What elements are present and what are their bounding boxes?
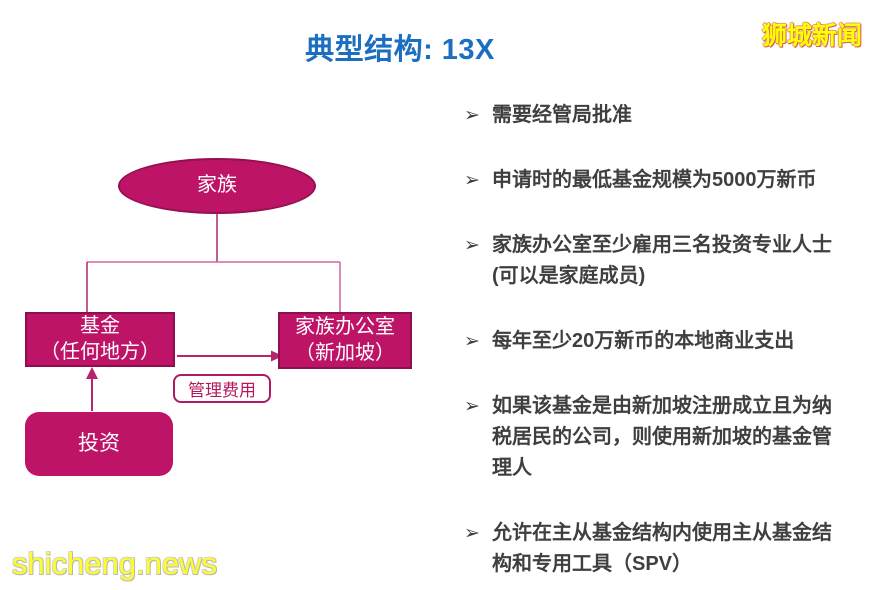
page-title: 典型结构: 13X	[305, 34, 495, 66]
requirement-text: 家族办公室至少雇用三名投资专业人士 (可以是家庭成员)	[492, 234, 832, 287]
arrow-bullet-icon: ➢	[464, 331, 480, 352]
requirement-text: 申请时的最低基金规模为5000万新币	[492, 169, 817, 191]
requirement-text: 如果该基金是由新加坡注册成立且为纳税居民的公司，则使用新加坡的基金管理人	[492, 395, 832, 479]
list-item: ➢ 每年至少20万新币的本地商业支出	[464, 326, 848, 357]
list-item: ➢ 允许在主从基金结构内使用主从基金结构和专用工具（SPV）	[464, 518, 848, 580]
requirement-text: 每年至少20万新币的本地商业支出	[492, 330, 795, 352]
brand-logo: 狮城新闻	[761, 22, 862, 50]
management-fee-text: 管理费用	[188, 381, 256, 400]
fund-node-line2: （任何地方）	[40, 340, 160, 363]
arrow-bullet-icon: ➢	[464, 170, 480, 191]
requirement-text: 允许在主从基金结构内使用主从基金结构和专用工具（SPV）	[492, 522, 832, 575]
arrow-bullet-icon: ➢	[464, 396, 480, 417]
fund-node: 基金 （任何地方）	[25, 312, 175, 367]
management-fee-label: 管理费用	[173, 374, 271, 403]
up-arrowhead-icon	[86, 367, 98, 379]
list-item: ➢ 需要经管局批准	[464, 100, 848, 131]
family-node-label: 家族	[197, 174, 237, 197]
arrow-bullet-icon: ➢	[464, 105, 480, 126]
fund-node-line1: 基金	[80, 314, 120, 337]
right-arrowhead-icon	[271, 350, 283, 362]
investment-node-label: 投资	[78, 431, 120, 455]
arrow-bullet-icon: ➢	[464, 523, 480, 544]
family-node: 家族	[118, 158, 316, 214]
family-office-node-line1: 家族办公室	[295, 315, 395, 338]
investment-node: 投资	[25, 412, 173, 476]
watermark: shicheng.news	[12, 546, 218, 581]
list-item: ➢ 如果该基金是由新加坡注册成立且为纳税居民的公司，则使用新加坡的基金管理人	[464, 391, 848, 484]
family-office-node-line2: （新加坡）	[295, 341, 395, 364]
requirement-text: 需要经管局批准	[492, 104, 632, 126]
requirements-list: ➢ 需要经管局批准 ➢ 申请时的最低基金规模为5000万新币 ➢ 家族办公室至少…	[464, 100, 848, 590]
list-item: ➢ 申请时的最低基金规模为5000万新币	[464, 165, 848, 196]
family-office-node: 家族办公室 （新加坡）	[278, 312, 412, 369]
list-item: ➢ 家族办公室至少雇用三名投资专业人士 (可以是家庭成员)	[464, 230, 848, 292]
arrow-bullet-icon: ➢	[464, 235, 480, 256]
